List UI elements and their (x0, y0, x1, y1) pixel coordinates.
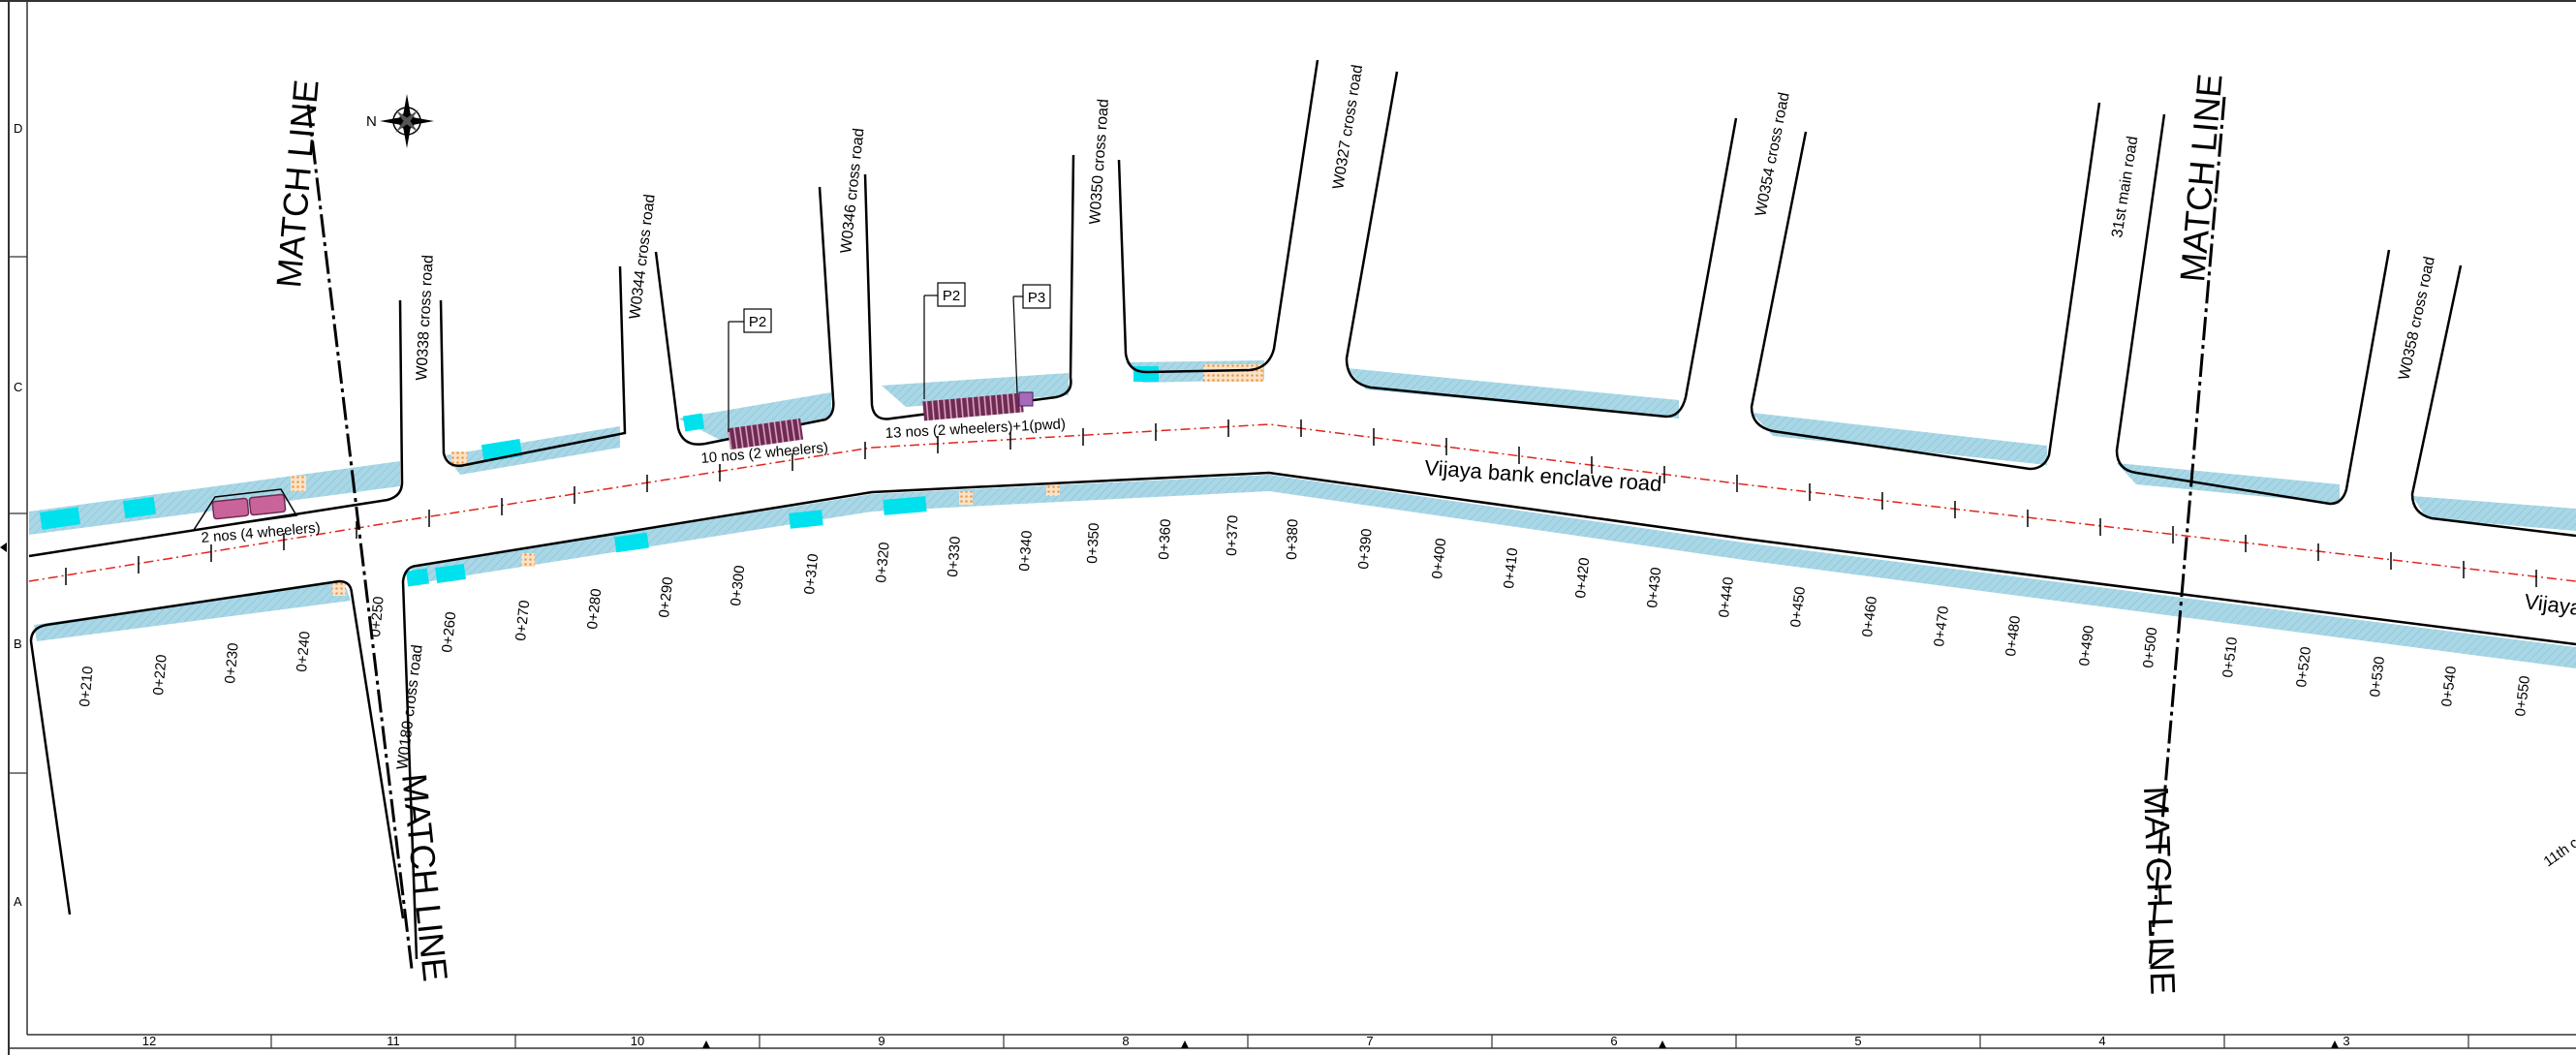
chainage-label: 0+410 (1501, 547, 1521, 590)
grid-column-8: 8 (1122, 1034, 1129, 1048)
chainage-label: 0+380 (1284, 518, 1301, 560)
chainage-label: 0+400 (1429, 538, 1449, 580)
match-line-label-bottom-right: MATCH LINE (2136, 786, 2183, 996)
north-arrow-icon: N (366, 94, 434, 148)
chainage-label: 0+370 (1224, 514, 1241, 556)
tag-p2-b-text: P2 (943, 288, 960, 304)
grid-row-b: B (14, 636, 22, 651)
grid-column-5: 5 (1854, 1034, 1861, 1048)
chainage-label: 0+340 (1016, 530, 1036, 572)
chainage-label: 0+450 (1787, 586, 1809, 629)
footpath-s-2 (412, 475, 2576, 668)
chainage-label: 0+230 (222, 642, 242, 684)
chainage-label: 0+270 (512, 600, 533, 642)
chainage-label: 0+310 (801, 553, 822, 596)
parking-pwd-bay (1018, 391, 1034, 407)
grid-column-9: 9 (878, 1034, 885, 1048)
chainage-label: 0+250 (367, 596, 388, 637)
parking-2-wheelers-a (727, 418, 804, 450)
grid-column-7: 7 (1366, 1034, 1373, 1048)
grid-column-10: 10 (631, 1034, 644, 1048)
tag-p3: P3 (1012, 284, 1051, 394)
chainage-label: 0+490 (2076, 625, 2097, 667)
chainage-label: 0+440 (1716, 576, 1737, 619)
footpath-n-3 (678, 392, 831, 441)
grid-row-a: A (14, 894, 22, 909)
chainage-label: 0+500 (2140, 627, 2160, 669)
kerb-lines-south (29, 471, 2576, 960)
chainage-label: 0+430 (1644, 567, 1664, 609)
tag-p3-text: P3 (1028, 290, 1045, 306)
chainage-label: 0+520 (2293, 646, 2314, 689)
chainage-label: 0+360 (1156, 518, 1174, 560)
chainage-label: 0+280 (584, 588, 605, 631)
chainage-label: 0+470 (1931, 605, 1952, 648)
parking-2-wheelers-b (922, 392, 1024, 421)
footpath-n-7 (1752, 413, 2047, 465)
chainage-label: 0+240 (294, 631, 314, 672)
grid-column-3: 3 (2343, 1034, 2349, 1048)
footpath-n-8 (2117, 463, 2340, 504)
parking-tags: P2 P2 P3 (728, 282, 1051, 432)
chainage-label: 0+290 (656, 576, 676, 619)
chainage-label: 0+320 (873, 542, 893, 583)
grid-row-d: D (14, 121, 22, 136)
match-lines (306, 96, 2226, 970)
chainage-label: 0+530 (2367, 656, 2388, 698)
chainage-label: 0+300 (728, 565, 748, 607)
footpath-n-6 (1347, 368, 1679, 419)
chainage-labels: 0+210 0+220 0+230 0+240 0+250 0+260 0+27… (77, 514, 2533, 717)
chainage-label: 0+510 (2219, 636, 2241, 679)
tag-p2-a-text: P2 (749, 314, 766, 330)
grid-row-c: C (14, 380, 22, 394)
cyan-patches (39, 366, 1159, 587)
cross-road-w0338: W0338 cross road (414, 255, 437, 382)
chainage-label: 0+260 (439, 611, 459, 654)
chainage-label: 0+210 (77, 666, 97, 707)
north-label: N (366, 113, 377, 130)
chainage-label: 0+330 (945, 536, 964, 577)
chainage-label: 0+420 (1572, 557, 1593, 600)
centerline (28, 419, 2576, 587)
chainage-label: 0+550 (2512, 675, 2533, 718)
footpath-s-1 (34, 581, 351, 641)
parking-bays (192, 391, 1034, 531)
grid-column-4: 4 (2098, 1034, 2105, 1048)
chainage-label: 0+220 (150, 654, 171, 696)
chainage-label: 0+540 (2438, 666, 2460, 708)
grid-row-labels: D C B A (14, 121, 22, 909)
chainage-label: 0+390 (1355, 528, 1376, 570)
tag-p2-a: P2 (728, 308, 772, 432)
footpath-n-9 (2412, 496, 2576, 531)
tag-p2-b: P2 (923, 282, 966, 399)
grid-column-12: 12 (142, 1034, 156, 1048)
parking-4-wheelers (192, 488, 298, 531)
grid-column-labels: 12 11 10 9 8 7 6 5 4 3 (142, 1034, 2350, 1048)
tactile-patches (291, 364, 1263, 596)
chainage-label: 0+350 (1084, 522, 1102, 564)
chainage-label: 0+480 (2002, 615, 2024, 658)
grid-column-11: 11 (387, 1034, 400, 1048)
chainage-label: 0+460 (1859, 596, 1880, 638)
grid-column-6: 6 (1610, 1034, 1617, 1048)
